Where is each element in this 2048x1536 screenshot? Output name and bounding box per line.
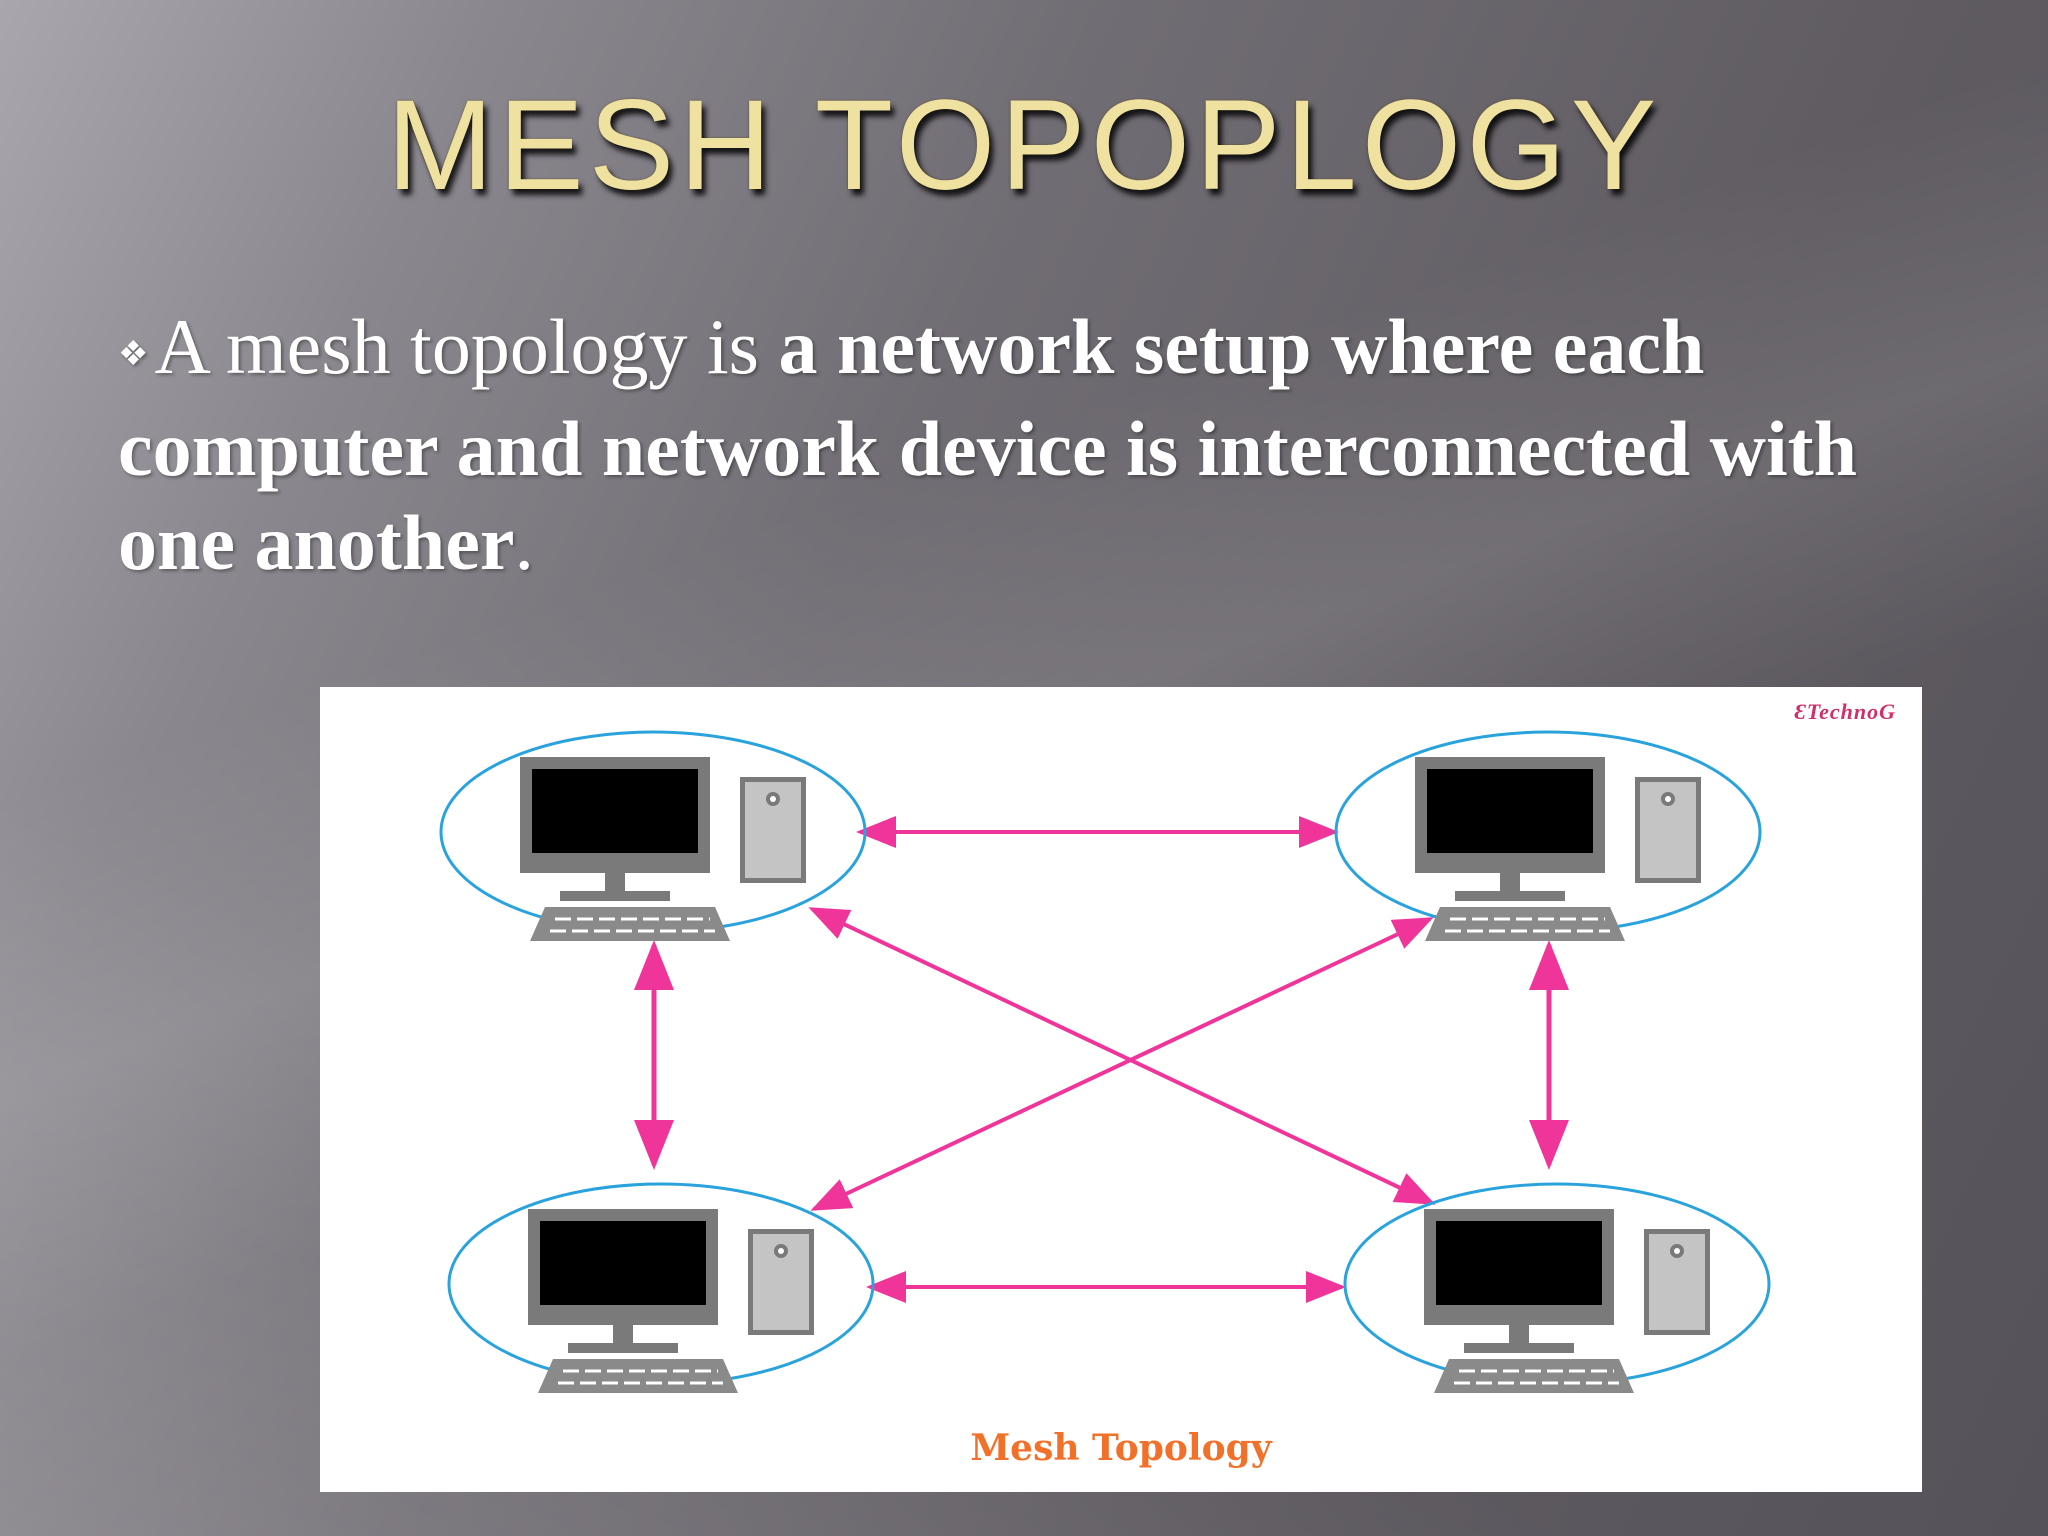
- computer-icon: [526, 1207, 816, 1395]
- computer-icon: [1422, 1207, 1712, 1395]
- figure-caption: Mesh Topology: [970, 1427, 1272, 1469]
- computer-icon: [518, 755, 808, 943]
- link-diagonal-tr-bl: [810, 917, 1434, 1211]
- brand-logo: ƐTechnoG: [1794, 699, 1896, 724]
- mesh-topology-figure: ƐTechnoG Mesh Topology: [320, 687, 1922, 1492]
- computer-icon: [1413, 755, 1703, 943]
- mesh-diagram-svg: [439, 730, 1771, 1395]
- bullet-diamond-icon: ❖: [118, 336, 149, 374]
- node-computer-bottom-left: [447, 1182, 875, 1395]
- body-text-end: .: [514, 499, 534, 587]
- slide-body-text: ❖A mesh topology is a network setup wher…: [118, 300, 1958, 590]
- slide-title: MESH TOPOPLOGY: [386, 74, 1662, 217]
- node-computer-top-left: [439, 730, 867, 943]
- body-text-bold: a network setup where each computer and …: [118, 303, 1857, 587]
- body-text-normal: A mesh topology is: [154, 303, 779, 390]
- node-computer-top-right: [1334, 730, 1762, 943]
- link-diagonal-tl-br: [808, 907, 1436, 1205]
- node-computer-bottom-right: [1343, 1182, 1771, 1395]
- mesh-links: [634, 816, 1569, 1303]
